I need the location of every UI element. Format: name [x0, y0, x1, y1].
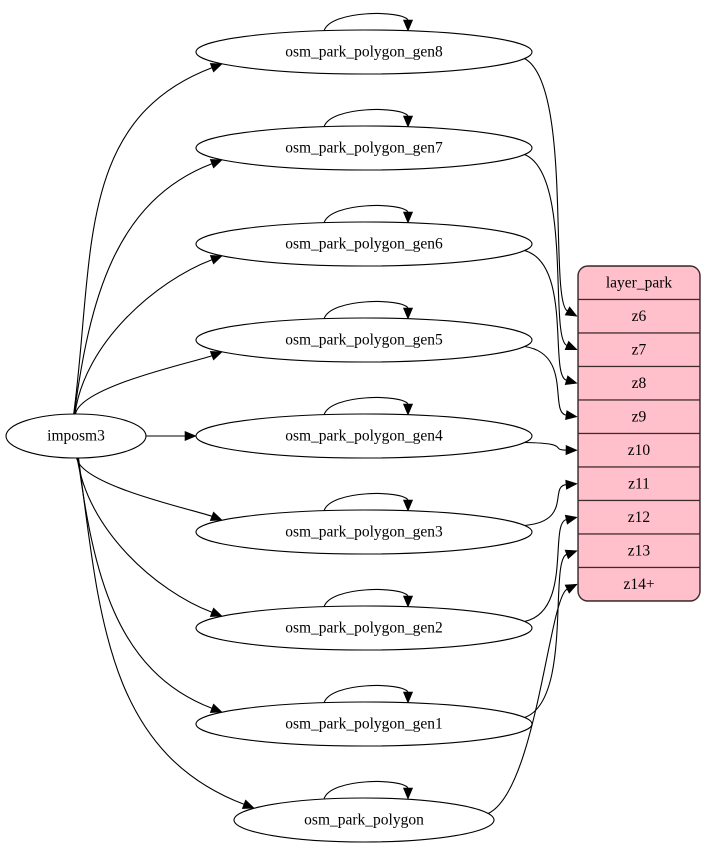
node-gen6[interactable]	[195, 221, 533, 267]
arrowhead-self-gen7	[402, 115, 414, 128]
node-label-gen4: osm_park_polygon_gen4	[285, 428, 443, 445]
edge-imposm3-to-gen8	[73, 67, 213, 415]
table-row-label: z9	[632, 408, 647, 425]
node-gen3[interactable]	[195, 509, 533, 555]
self-loop-gen6	[323, 205, 409, 224]
edge-gen6-to-z8	[524, 249, 567, 381]
table-row-z7[interactable]	[578, 332, 700, 368]
edge-gen7-to-z7	[524, 153, 568, 347]
arrowhead-row-z11	[565, 479, 578, 490]
edge-gen1-to-z13	[524, 553, 567, 719]
edge-imposm3-to-gen1	[77, 457, 213, 709]
node-gen8[interactable]	[195, 29, 533, 75]
edge-imposm3-to-gen6	[74, 259, 213, 415]
arrowhead-gen8	[209, 63, 223, 73]
node-label-gen5: osm_park_polygon_gen5	[285, 332, 443, 349]
node-label-imposm3: imposm3	[47, 428, 105, 445]
edge-imposm3-to-gen5	[74, 355, 213, 415]
edges-layer	[73, 13, 578, 814]
arrowhead-row-z10	[565, 445, 578, 456]
self-loop-gen1	[323, 685, 409, 704]
table-row-z13[interactable]	[578, 533, 700, 569]
arrowhead-base	[241, 799, 255, 809]
edge-gen5-to-z9	[524, 345, 567, 416]
table-row-label: z10	[628, 442, 651, 459]
table-row-z9[interactable]	[578, 399, 700, 435]
table-outline	[577, 265, 701, 602]
self-loop-base	[323, 781, 409, 800]
table-row-label: z8	[632, 375, 647, 392]
edge-imposm3-to-base	[77, 457, 245, 805]
table-header-label: layer_park	[606, 274, 673, 291]
node-label-gen1: osm_park_polygon_gen1	[285, 716, 443, 733]
node-imposm3[interactable]	[5, 413, 147, 459]
node-gen1[interactable]	[195, 701, 533, 747]
edge-imposm3-to-gen7	[73, 163, 213, 415]
arrowhead-self-base	[402, 787, 414, 800]
self-loop-gen4	[323, 397, 409, 416]
edge-base-to-z14+	[487, 588, 568, 814]
node-label-gen3: osm_park_polygon_gen3	[285, 524, 443, 541]
edge-imposm3-to-gen2	[76, 457, 213, 613]
layer-park-table: layer_park z6 z7 z8 z9 z10 z11 z12 z13 z14+	[577, 265, 701, 602]
node-base[interactable]	[233, 797, 495, 843]
table-row-label: z6	[632, 308, 647, 325]
nodes-layer: imposm3 osm_park_polygon_gen8 osm_park_pol…	[5, 29, 533, 843]
node-label-gen2: osm_park_polygon_gen2	[285, 620, 443, 637]
arrowhead-self-gen8	[402, 19, 414, 32]
arrowhead-self-gen2	[402, 595, 414, 608]
arrowhead-self-gen4	[402, 403, 414, 416]
table-row-label: z7	[632, 341, 647, 358]
arrowhead-gen4	[184, 430, 197, 442]
arrowhead-gen5	[209, 351, 223, 361]
arrowhead-self-gen6	[402, 211, 414, 224]
self-loop-gen8	[323, 13, 409, 32]
arrowhead-gen6	[209, 255, 223, 265]
node-label-gen7: osm_park_polygon_gen7	[285, 140, 443, 157]
table-row-z14+[interactable]	[578, 566, 700, 602]
arrowhead-row-z8	[564, 375, 578, 386]
table-row-z12[interactable]	[578, 499, 700, 535]
arrowhead-gen1	[209, 703, 223, 713]
layer-park-rows: layer_park z6 z7 z8 z9 z10 z11 z12 z13 z14+	[578, 266, 700, 601]
node-label-gen6: osm_park_polygon_gen6	[285, 236, 443, 253]
node-label-gen8: osm_park_polygon_gen8	[285, 44, 443, 61]
arrowhead-self-gen1	[402, 691, 414, 704]
arrowhead-row-z6	[564, 306, 578, 317]
node-gen4[interactable]	[195, 413, 533, 459]
arrowhead-gen3	[209, 511, 223, 521]
node-gen2[interactable]	[195, 605, 533, 651]
self-loop-gen7	[323, 109, 409, 128]
table-row-label: z11	[628, 475, 650, 492]
edge-gen2-to-z12	[524, 519, 567, 623]
edge-imposm3-to-gen3	[76, 457, 213, 517]
edge-gen4-to-z10	[524, 441, 567, 451]
arrowhead-row-z7	[564, 340, 578, 351]
node-label-base: osm_park_polygon	[304, 812, 424, 829]
self-loop-gen5	[323, 301, 409, 320]
arrowhead-gen7	[209, 159, 223, 169]
arrowhead-row-z14+	[564, 583, 578, 594]
self-loop-gen3	[323, 493, 409, 512]
node-gen5[interactable]	[195, 317, 533, 363]
arrowhead-row-z13	[564, 549, 578, 560]
edge-gen8-to-z6	[524, 58, 568, 312]
arrowhead-row-z9	[565, 410, 578, 421]
self-loop-gen2	[323, 589, 409, 608]
arrowhead-row-z12	[564, 514, 578, 525]
table-row-label: z12	[628, 509, 650, 526]
table-row-label: z14+	[623, 576, 654, 593]
table-row-z8[interactable]	[578, 365, 700, 401]
arrowhead-gen2	[209, 607, 223, 617]
arrowhead-self-gen5	[402, 307, 414, 320]
table-row-label: z13	[628, 542, 651, 559]
arrowhead-self-gen3	[402, 499, 414, 512]
edge-gen3-to-z11	[524, 484, 567, 527]
node-gen7[interactable]	[195, 125, 533, 171]
